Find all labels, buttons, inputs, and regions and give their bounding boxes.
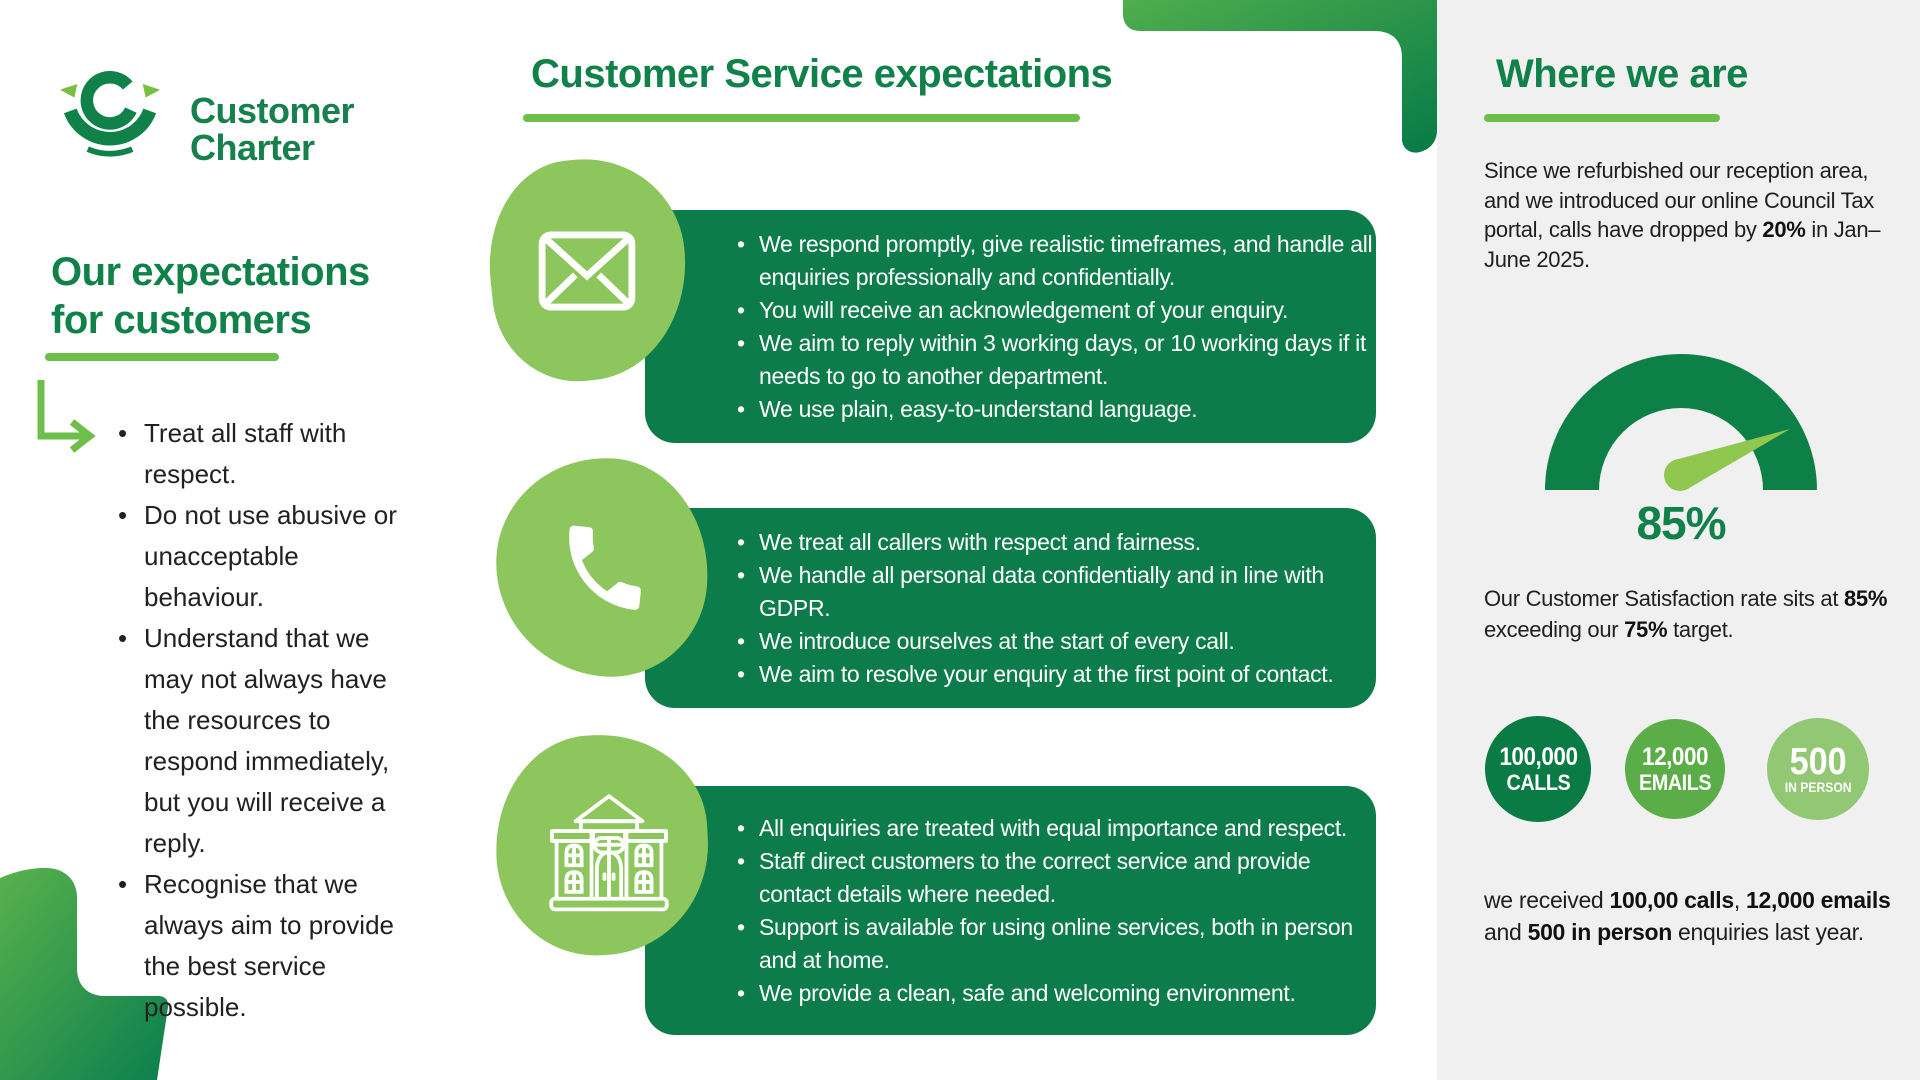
satisfaction-text: exceeding our	[1484, 617, 1625, 642]
phone-icon	[569, 525, 641, 610]
left-section-heading: Our expectations for customers	[51, 250, 370, 342]
left-heading-underline	[45, 353, 279, 361]
inperson-stat-badge: 500 IN PERSON	[1767, 718, 1869, 820]
top-right-corner-swoosh	[1123, 0, 1437, 153]
phone-expectations-card: We treat all callers with respect and fa…	[645, 508, 1376, 708]
list-item: We aim to reply within 3 working days, o…	[735, 327, 1380, 393]
stat-label: CALLS	[1506, 769, 1570, 795]
emails-stat-content: 12,000 EMAILS	[1638, 742, 1712, 795]
where-we-are-underline	[1484, 114, 1720, 122]
summary-emails-stat: 12,000 emails	[1746, 887, 1891, 913]
summary-inperson-stat: 500 in person	[1527, 919, 1673, 945]
calls-stat-badge: 100,000 CALLS	[1485, 716, 1591, 822]
gauge-value-label: 85%	[1636, 497, 1726, 549]
summary-text: enquiries last year.	[1671, 919, 1864, 945]
summary-calls-stat: 100,00 calls	[1609, 887, 1735, 913]
logo-word-1: Customer	[190, 90, 355, 131]
list-item: We respond promptly, give realistic time…	[735, 228, 1380, 294]
list-item: You will receive an acknowledgement of y…	[735, 294, 1380, 327]
list-item: We aim to resolve your enquiry at the fi…	[735, 658, 1380, 691]
satisfaction-rate-85pct: 85%	[1844, 586, 1888, 611]
satisfaction-target-75pct: 75%	[1624, 617, 1668, 642]
list-item: We use plain, easy-to-understand languag…	[735, 393, 1380, 426]
emails-stat-badge: 12,000 EMAILS	[1625, 719, 1725, 819]
intro-stat-20pct: 20%	[1762, 217, 1806, 242]
satisfaction-text: target.	[1667, 617, 1734, 642]
stat-value: 100,000	[1498, 742, 1578, 771]
gauge-needle	[1673, 429, 1790, 490]
corner-arrow-icon	[37, 380, 96, 453]
inperson-expectations-list: All enquiries are treated with equal imp…	[735, 812, 1380, 1010]
logo-wordmark: Customer Charter	[190, 90, 355, 168]
inperson-stat-content: 500 IN PERSON	[1784, 740, 1852, 795]
list-item: We provide a clean, safe and welcoming e…	[735, 977, 1380, 1010]
email-expectations-card: We respond promptly, give realistic time…	[645, 210, 1376, 443]
customer-charter-logo-icon	[59, 70, 161, 157]
stat-label: EMAILS	[1638, 769, 1712, 795]
list-item: We introduce ourselves at the start of e…	[735, 625, 1380, 658]
list-item: We handle all personal data confidential…	[735, 559, 1380, 625]
list-item: Treat all staff with respect.	[116, 413, 408, 495]
list-item: Do not use abusive or unacceptable behav…	[116, 495, 408, 618]
intro-text: Since we refurbished our reception area,…	[1484, 158, 1874, 242]
page-title: Customer Service expectations	[531, 52, 1113, 96]
email-expectations-list: We respond promptly, give realistic time…	[735, 228, 1380, 426]
stat-value: 500	[1789, 740, 1847, 783]
building-icon	[549, 794, 669, 912]
envelope-icon	[538, 231, 636, 311]
summary-text: and	[1484, 919, 1528, 945]
customer-expectations-list: Treat all staff with respect. Do not use…	[116, 413, 408, 1028]
list-item: Recognise that we always aim to provide …	[116, 864, 408, 1028]
intro-paragraph: Since we refurbished our reception area,…	[1484, 156, 1889, 274]
list-item: All enquiries are treated with equal imp…	[735, 812, 1380, 845]
list-item: Staff direct customers to the correct se…	[735, 845, 1380, 911]
right-panel-background	[1437, 0, 1920, 1080]
summary-text: ,	[1733, 887, 1747, 913]
summary-text: we received	[1484, 887, 1610, 913]
summary-paragraph: we received 100,00 calls, 12,000 emails …	[1484, 884, 1896, 948]
inperson-expectations-card: All enquiries are treated with equal imp…	[645, 786, 1376, 1035]
calls-stat-content: 100,000 CALLS	[1498, 742, 1578, 795]
list-item: Understand that we may not always have t…	[116, 618, 408, 864]
list-item: Support is available for using online se…	[735, 911, 1380, 977]
stat-label: IN PERSON	[1784, 779, 1852, 795]
list-item: We treat all callers with respect and fa…	[735, 526, 1380, 559]
phone-expectations-list: We treat all callers with respect and fa…	[735, 526, 1380, 691]
stat-value: 12,000	[1641, 742, 1709, 771]
page-title-underline	[523, 114, 1080, 122]
intro-text: in Jan–June 2025.	[1484, 217, 1881, 272]
satisfaction-text: Our Customer Satisfaction rate sits at	[1484, 586, 1844, 611]
satisfaction-gauge-chart	[1545, 354, 1817, 491]
logo-word-2: Charter	[190, 127, 315, 168]
satisfaction-paragraph: Our Customer Satisfaction rate sits at 8…	[1484, 583, 1889, 645]
where-we-are-heading: Where we are	[1496, 52, 1748, 96]
